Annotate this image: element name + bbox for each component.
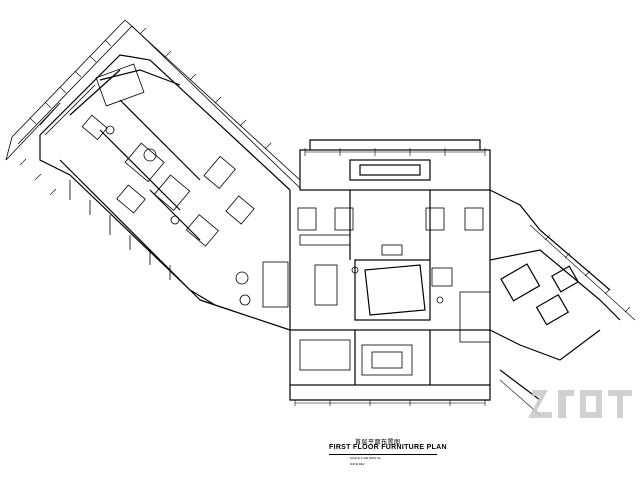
left-wing-rooms [69,63,255,280]
left-wing-dimension-lines [5,19,301,189]
title-underline [329,454,437,455]
drawing-title-chinese: 首层平面布置图 [355,439,401,446]
lower-dimension-line [294,400,486,406]
central-furniture [235,207,491,376]
logo-watermark-icon [528,390,632,418]
left-wing-walls [39,54,291,331]
left-wing-ticks [19,27,272,196]
drawing-subtitle-date: DATE REV [350,462,365,466]
lower-block-walls [289,329,491,401]
drawing-subtitle-scale: SCALE 1:100 DWG No. [350,456,382,460]
right-wing-walls [489,189,621,401]
drawing-title-english: FIRST FLOOR FURNITURE PLAN [329,444,447,451]
central-dimension-line [304,148,486,156]
